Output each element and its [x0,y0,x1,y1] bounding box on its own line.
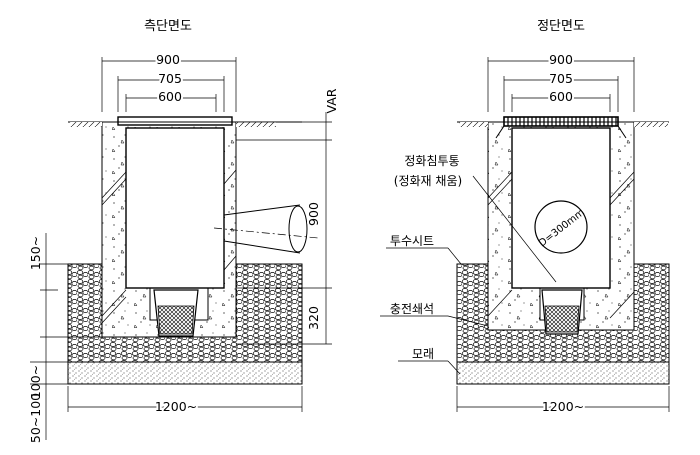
dim-50-100: 50~100 [28,393,43,443]
pipe-cross-section [534,200,588,254]
right-section-view: 정단면도 [380,19,670,416]
left-section-view: 측단면도 900 7 [28,19,339,443]
grating-lid [117,116,233,126]
label-gravel-fill: 충전쇄석 [390,302,434,316]
dim-900-top-right: 900 [549,52,573,67]
dim-100: 100~ [28,365,43,399]
inflow-pipe [288,205,308,253]
dim-1200-bottom-left: 1200~ [155,399,197,414]
dim-150: 150~ [28,236,43,270]
dim-1200-bottom-right: 1200~ [542,399,584,414]
left-view-title: 측단면도 [144,19,192,34]
label-tank-line1: 정화침투통 [404,154,459,168]
tank-body [125,127,225,289]
dim-600-top: 600 [158,89,182,104]
label-tank-line2: (정화재 채움) [394,174,462,188]
dim-320-vertical: 320 [306,306,321,330]
right-view-title: 정단면도 [537,19,585,34]
dim-900-vertical: 900 [306,202,321,226]
sand-layer [67,361,303,385]
dim-900-top: 900 [156,52,180,67]
label-permeable-sheet: 투수시트 [390,234,434,248]
dim-600-top-right: 600 [549,89,573,104]
dim-705-top: 705 [158,71,182,86]
label-sand: 모래 [412,347,434,361]
filter-media [157,305,195,335]
dim-705-top-right: 705 [549,71,573,86]
dim-var: VAR [324,88,339,113]
